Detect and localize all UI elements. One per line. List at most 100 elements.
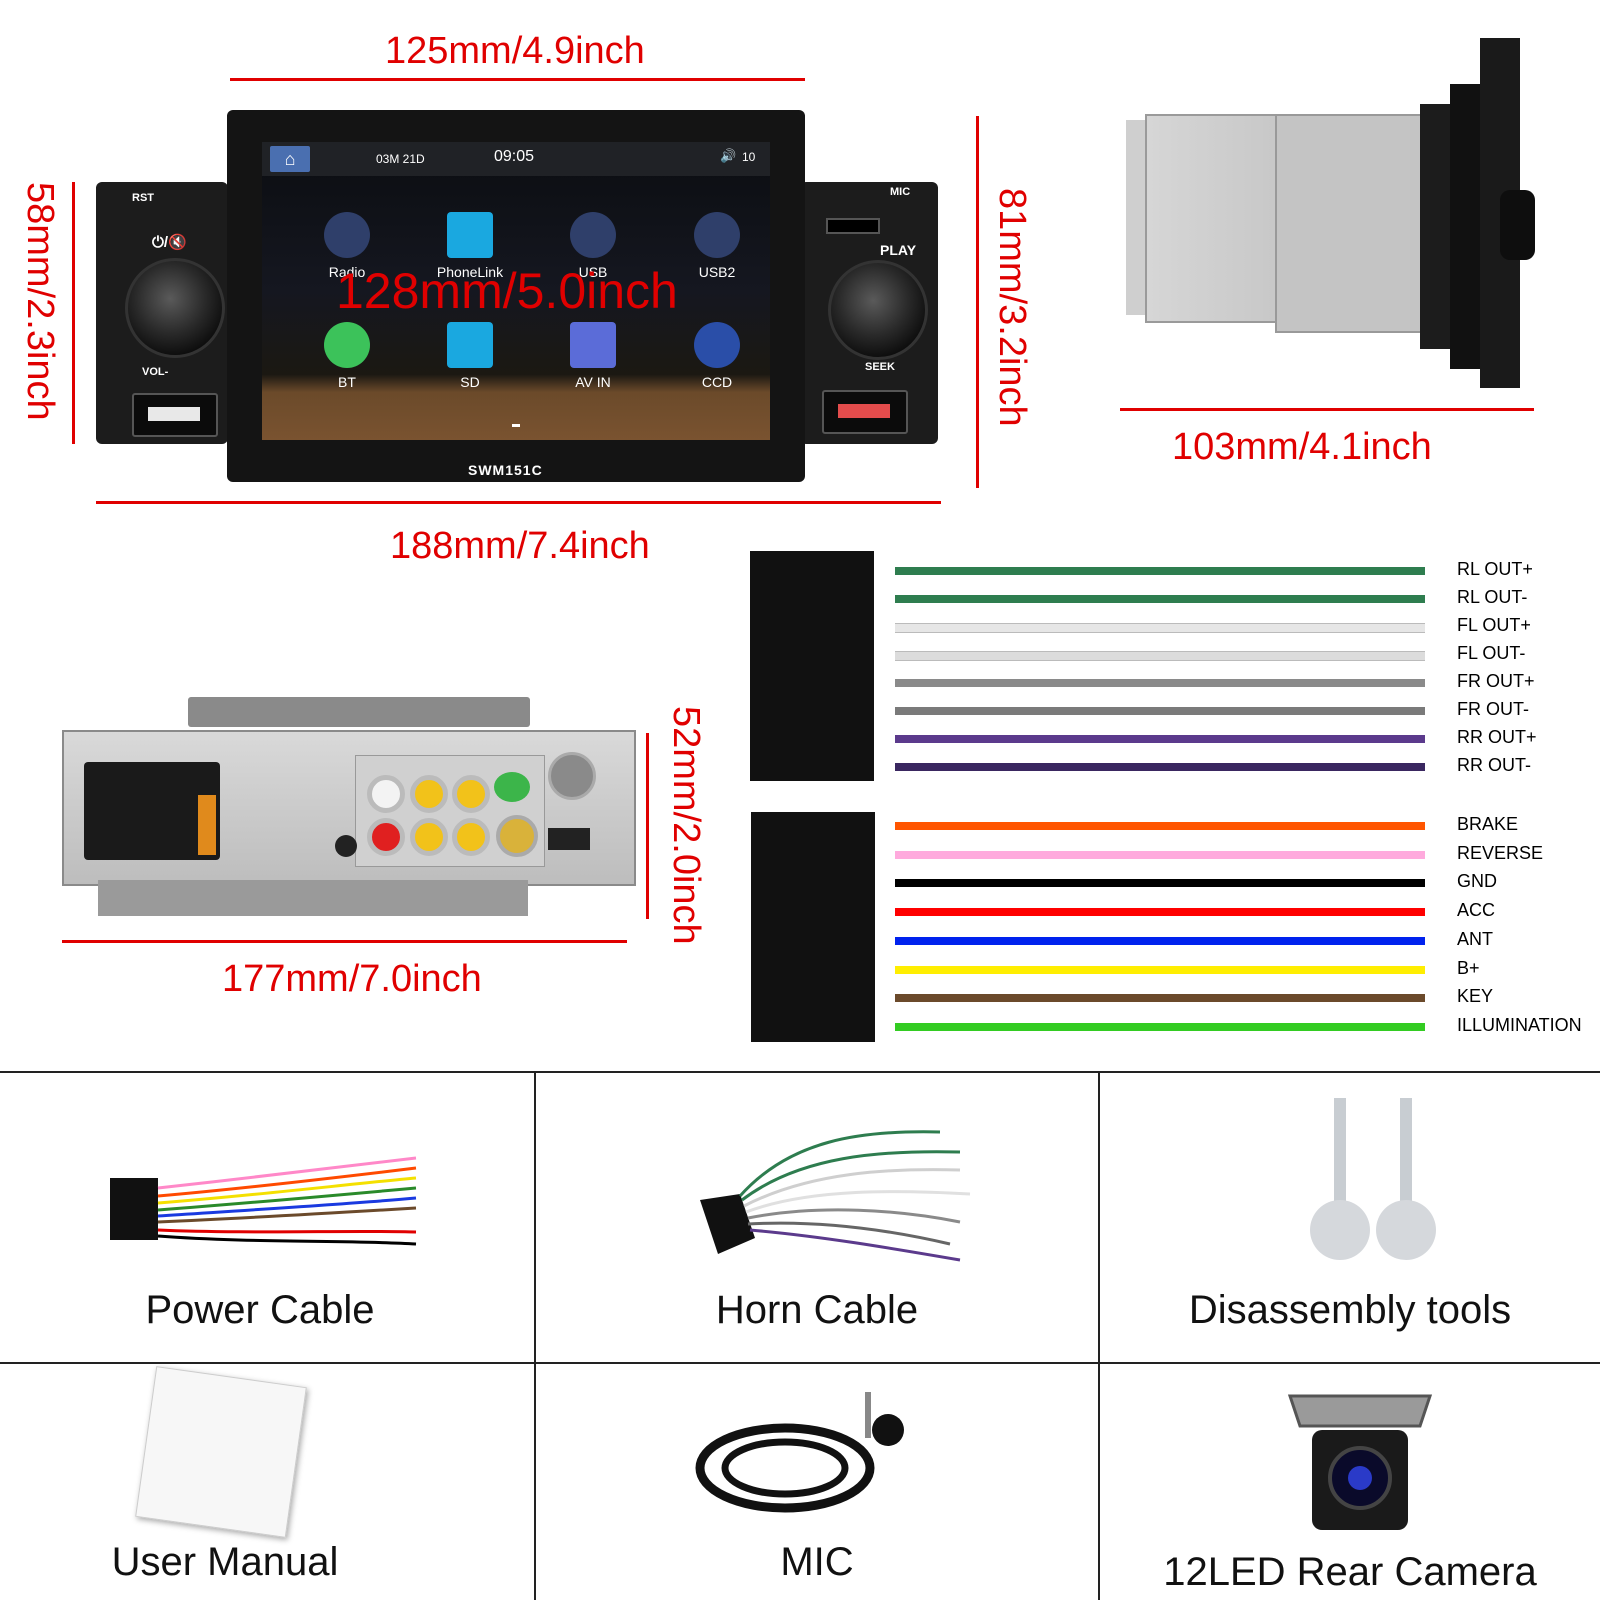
speaker-connector-block — [750, 551, 874, 781]
seek-knob[interactable] — [828, 260, 928, 360]
app-label: Radio — [328, 264, 366, 280]
speaker-icon: 🔊 — [720, 148, 737, 163]
app-label: USB — [578, 264, 608, 280]
wire-label: RR OUT- — [1457, 755, 1531, 775]
rca-yellow-4[interactable] — [452, 818, 490, 856]
wire-fl-out- — [895, 623, 1425, 633]
status-volume: 10 — [742, 150, 756, 164]
rear-usb-port[interactable] — [548, 828, 590, 850]
gps-port[interactable] — [548, 752, 596, 800]
model-label: SWM151C — [468, 462, 543, 478]
charge-usb-port[interactable] — [822, 390, 908, 434]
grid-divider-2 — [1098, 1071, 1100, 1600]
wire-label: BRAKE — [1457, 814, 1519, 834]
accessory-label-rear-camera: 12LED Rear Camera — [1163, 1550, 1537, 1594]
accessory-label-mic: MIC — [780, 1540, 854, 1584]
screen-diag-label: 128mm/5.0inch — [336, 263, 678, 319]
rear-width-label: 177mm/7.0inch — [222, 958, 482, 1000]
rca-yellow-1[interactable] — [410, 775, 448, 813]
fuse — [198, 795, 216, 855]
wire-label: RR OUT+ — [1457, 727, 1537, 747]
rear-height-label: 52mm/2.0inch — [665, 706, 707, 945]
rst-label: RST — [132, 192, 154, 204]
microphone-icon — [695, 1392, 904, 1513]
user-manual-icon — [135, 1366, 307, 1538]
play-label: PLAY — [880, 242, 917, 258]
grid-middle-border — [0, 1362, 1600, 1364]
accessory-label-horn-cable: Horn Cable — [715, 1288, 919, 1332]
side-front-bezel — [1450, 84, 1482, 369]
wire-reverse — [895, 850, 1425, 859]
wire-label: ILLUMINATION — [1457, 1014, 1582, 1035]
wire-label: RL OUT- — [1457, 587, 1528, 607]
total-width-label: 188mm/7.4inch — [390, 525, 650, 567]
phonelink-icon — [447, 212, 493, 258]
wire-key — [895, 994, 1425, 1003]
wire-rr-out- — [895, 735, 1425, 743]
green-sticker — [494, 772, 530, 802]
mic-jack[interactable] — [335, 835, 357, 857]
wire-label: ACC — [1457, 900, 1496, 921]
wire-label: RL OUT+ — [1457, 559, 1533, 579]
status-date: 03M 21D — [376, 152, 425, 166]
front-height-label: 58mm/2.3inch — [19, 182, 61, 421]
radio-icon — [324, 212, 370, 258]
antenna-socket[interactable] — [496, 815, 538, 857]
rear-height-line — [646, 733, 649, 919]
front-width-label: 125mm/4.9inch — [385, 30, 645, 72]
side-front-panel — [1420, 104, 1452, 349]
wire-fr-out- — [895, 679, 1425, 687]
depth-line — [1120, 408, 1534, 411]
unit-height-line — [976, 116, 979, 488]
app-ccd[interactable]: CCD — [662, 322, 772, 390]
app-label: CCD — [701, 374, 733, 390]
sd-card-slot[interactable] — [826, 218, 880, 234]
disassembly-tools-icon — [1310, 1098, 1436, 1260]
wire-b- — [895, 965, 1425, 974]
rear-top-plate — [188, 697, 530, 727]
wire-brake — [895, 822, 1425, 830]
page-indicator — [512, 424, 520, 427]
power-connector-block — [751, 812, 875, 1042]
wire-label: ANT — [1457, 928, 1493, 949]
wire-label: FR OUT+ — [1457, 671, 1535, 691]
home-icon[interactable]: ⌂ — [270, 146, 310, 172]
accessory-label-disassembly-tools: Disassembly tools — [1188, 1288, 1512, 1332]
grid-divider-1 — [534, 1071, 536, 1600]
rear-bottom-plate — [98, 880, 528, 916]
accessory-label-user-manual: User Manual — [111, 1540, 339, 1584]
volume-knob[interactable] — [125, 258, 225, 358]
status-time: 09:05 — [494, 148, 535, 165]
phone-icon — [324, 322, 370, 368]
usb-icon — [570, 212, 616, 258]
unit-height-label: 81mm/3.2inch — [991, 188, 1033, 427]
app-bt[interactable]: BT — [292, 322, 402, 390]
touch-screen[interactable]: ⌂ 03M 21D 09:05 🔊 10 Radio PhoneLink USB US… — [262, 142, 770, 440]
camera-lens-icon — [694, 322, 740, 368]
app-sd[interactable]: SD — [415, 322, 525, 390]
wire-label: GND — [1457, 871, 1497, 892]
vol-label: VOL- — [142, 366, 169, 378]
app-usb[interactable]: USB — [538, 212, 648, 280]
wire-label: B+ — [1457, 957, 1480, 978]
app-label: PhoneLink — [436, 264, 504, 280]
app-radio[interactable]: Radio — [292, 212, 402, 280]
app-usb2[interactable]: USB2 — [662, 212, 772, 280]
front-usb-port[interactable] — [132, 393, 218, 437]
rca-yellow-2[interactable] — [410, 818, 448, 856]
power-cable-icon — [110, 1156, 417, 1246]
app-phonelink[interactable]: PhoneLink — [415, 212, 525, 280]
wire-rl-out- — [895, 567, 1425, 575]
rca-white[interactable] — [367, 775, 405, 813]
wire-label: FL OUT+ — [1457, 615, 1531, 635]
rca-yellow-3[interactable] — [452, 775, 490, 813]
wire-ant — [895, 936, 1425, 945]
app-label: USB2 — [698, 264, 736, 280]
iso-connector[interactable] — [84, 762, 220, 860]
rca-red[interactable] — [367, 818, 405, 856]
app-av-in[interactable]: AV IN — [538, 322, 648, 390]
wire-illumination — [895, 1022, 1425, 1031]
wire-label: FL OUT- — [1457, 643, 1526, 663]
horn-cable-icon — [700, 1130, 971, 1262]
depth-label: 103mm/4.1inch — [1172, 426, 1432, 468]
